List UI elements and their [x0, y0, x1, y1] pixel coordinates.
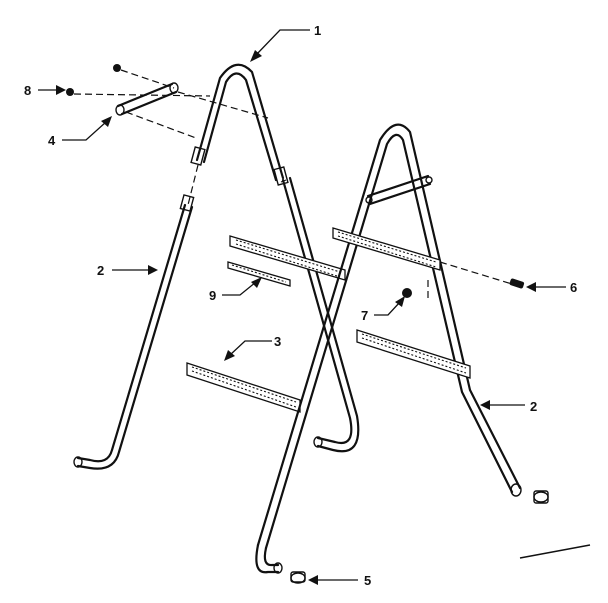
spreader-end-left — [115, 104, 125, 116]
arrow-5 — [308, 575, 318, 585]
bolt-6-line — [439, 261, 513, 285]
bolt-8-line — [73, 93, 211, 97]
right-front-foot-inner — [263, 546, 280, 567]
left-rail-foot-end — [73, 456, 83, 468]
arrow-9 — [251, 277, 262, 288]
callout-5: 5 — [364, 573, 371, 588]
spreader-end-right — [169, 82, 179, 94]
bolt-part-6 — [509, 278, 525, 289]
arrow-4 — [101, 116, 112, 127]
back-rail-left-inner — [288, 176, 360, 453]
tread-lower-right — [356, 329, 471, 379]
hoop-left-end — [190, 146, 206, 166]
right-hoop-inner — [264, 133, 514, 550]
right-spreader-bolt-right — [425, 176, 433, 184]
right-spreader-bar — [366, 174, 430, 198]
arrow-3 — [224, 350, 235, 361]
insert-line-left — [187, 164, 199, 206]
back-rail-foot-end — [313, 436, 323, 448]
callout-3: 3 — [274, 334, 281, 349]
left-rail-top-socket — [179, 194, 195, 212]
right-spreader-bolt-left — [365, 196, 373, 204]
right-front-foot-end — [273, 562, 283, 574]
ground-mark — [519, 544, 591, 559]
nut-part-7 — [402, 288, 412, 298]
arrow-1 — [250, 50, 262, 62]
top-hoop-part-1 — [195, 63, 285, 180]
end-cap-part-5 — [290, 571, 306, 584]
callout-4: 4 — [48, 133, 56, 148]
bolt-top-line — [120, 69, 175, 89]
tread-lower-part-3 — [186, 362, 301, 413]
right-spreader-bar-lower — [368, 182, 432, 206]
callout-2b: 2 — [530, 399, 537, 414]
callout-7: 7 — [361, 308, 368, 323]
spreader-line-to-hoop — [125, 111, 197, 139]
arrow-2a — [148, 265, 158, 275]
callout-2a: 2 — [97, 263, 104, 278]
bolt-top — [113, 64, 121, 72]
left-ladder-section — [66, 63, 360, 470]
leader-9 — [222, 281, 257, 296]
end-cap-right — [533, 490, 549, 504]
side-rail-left-inner — [76, 205, 194, 470]
callout-6: 6 — [570, 280, 577, 295]
back-rail-left — [281, 178, 353, 445]
top-hoop-inner-edge — [202, 72, 278, 182]
right-ladder-section — [255, 123, 591, 584]
leader-7 — [374, 301, 401, 316]
spreader-line-to-hoop-right — [177, 91, 269, 119]
bolt-part-8 — [66, 88, 74, 96]
arrow-2b — [480, 400, 490, 410]
arrow-6 — [526, 282, 536, 292]
leader-1 — [255, 29, 310, 56]
arrow-7 — [395, 296, 405, 307]
tread-upper-right — [332, 227, 441, 271]
side-rail-left-part-2 — [76, 203, 187, 463]
leader-4 — [62, 121, 107, 141]
right-front-foot — [255, 543, 280, 574]
callout-1: 1 — [314, 23, 321, 38]
right-hoop — [256, 123, 522, 547]
arrow-8 — [56, 85, 66, 95]
tread-upper-left — [229, 235, 346, 281]
tread-decal-part-9 — [227, 261, 291, 287]
callout-8: 8 — [24, 83, 31, 98]
callout-9: 9 — [209, 288, 216, 303]
right-rail-foot-end — [510, 483, 522, 497]
leader-3 — [229, 340, 272, 356]
callouts: 1 2 2 3 4 5 6 7 8 9 — [24, 23, 577, 588]
